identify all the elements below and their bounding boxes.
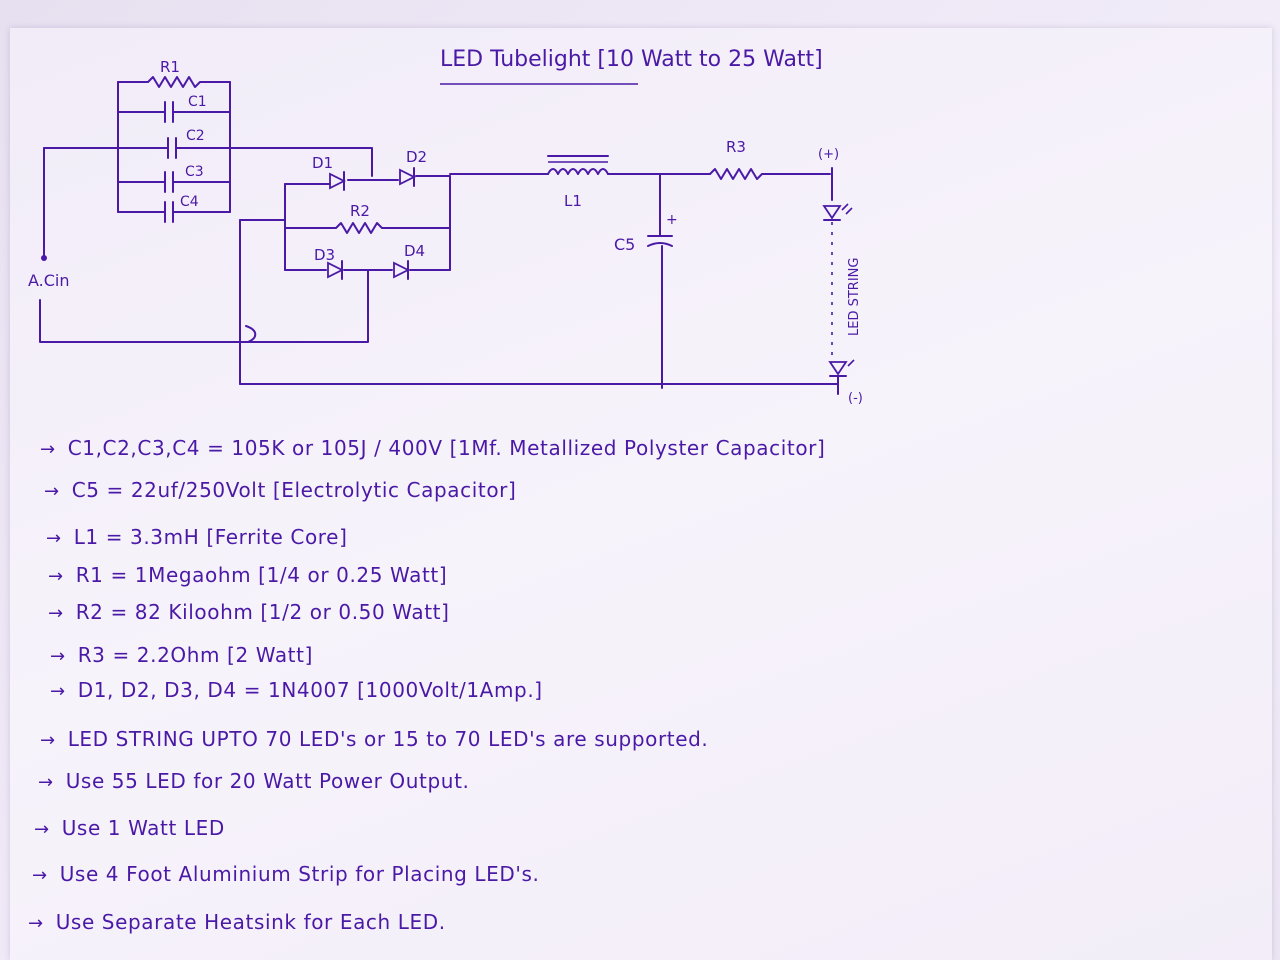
label-ac-in: A.Cin: [28, 271, 70, 290]
note-text: Use Separate Heatsink for Each LED.: [55, 910, 446, 934]
input-wiring: [39, 147, 373, 385]
note-item: → LED STRING UPTO 70 LED's or 15 to 70 LE…: [40, 727, 708, 751]
diagram-title: LED Tubelight [10 Watt to 25 Watt]: [440, 47, 823, 72]
note-text: L1 = 3.3mH [Ferrite Core]: [73, 525, 348, 549]
c3-capacitor: [117, 171, 231, 193]
output-stage: [239, 155, 855, 395]
arrow-icon: →: [44, 481, 60, 502]
arrow-icon: →: [40, 730, 56, 751]
r1-resistor: [117, 76, 231, 88]
note-item: → D1, D2, D3, D4 = 1N4007 [1000Volt/1Amp.…: [50, 678, 543, 702]
note-item: → Use 55 LED for 20 Watt Power Output.: [38, 769, 469, 793]
d2-diode: [399, 167, 417, 187]
label-d1: D1: [312, 154, 333, 172]
arrow-icon: →: [50, 681, 66, 702]
note-item: → Use 4 Foot Aluminium Strip for Placing …: [32, 862, 540, 886]
arrow-icon: →: [40, 439, 56, 460]
label-c2: C2: [186, 128, 205, 144]
label-d2: D2: [406, 148, 427, 166]
note-item: → R2 = 82 Kiloohm [1/2 or 0.50 Watt]: [48, 600, 450, 624]
arrow-icon: →: [48, 603, 64, 624]
label-minus: (-): [848, 391, 863, 406]
paper-sheet: [10, 28, 1272, 960]
note-item: → R3 = 2.2Ohm [2 Watt]: [50, 643, 313, 667]
arrow-icon: →: [32, 865, 48, 886]
d3-diode: [327, 260, 345, 280]
label-plus: (+): [818, 147, 839, 162]
c2-capacitor: [117, 137, 231, 159]
c4-capacitor: [117, 201, 231, 223]
note-text: Use 1 Watt LED: [61, 816, 225, 840]
note-text: C5 = 22uf/250Volt [Electrolytic Capacito…: [71, 478, 517, 502]
note-item: → L1 = 3.3mH [Ferrite Core]: [46, 525, 347, 549]
input-capacitor-bank: R1 C1 C2 C3 C4: [117, 58, 231, 223]
arrow-icon: →: [46, 528, 62, 549]
note-text: Use 4 Foot Aluminium Strip for Placing L…: [59, 862, 540, 886]
arrow-icon: →: [48, 566, 64, 587]
note-text: R2 = 82 Kiloohm [1/2 or 0.50 Watt]: [75, 600, 450, 624]
note-item: → R1 = 1Megaohm [1/4 or 0.25 Watt]: [48, 563, 447, 587]
d4-diode: [393, 260, 411, 280]
led-top: [822, 203, 853, 221]
l1-inductor: [547, 155, 609, 175]
note-item: → Use 1 Watt LED: [34, 816, 225, 840]
label-r2: R2: [350, 202, 370, 220]
note-text: LED STRING UPTO 70 LED's or 15 to 70 LED…: [67, 727, 709, 751]
label-r3: R3: [726, 138, 746, 156]
label-c5: C5: [614, 235, 635, 254]
label-c5-plus: +: [666, 212, 678, 228]
arrow-icon: →: [38, 772, 54, 793]
label-r1: R1: [160, 58, 180, 76]
bridge-rectifier: [247, 167, 451, 343]
arrow-icon: →: [50, 646, 66, 667]
note-text: Use 55 LED for 20 Watt Power Output.: [65, 769, 470, 793]
label-c4: C4: [180, 194, 199, 210]
arrow-icon: →: [28, 913, 44, 934]
c5-capacitor: [647, 235, 673, 247]
note-item: → C5 = 22uf/250Volt [Electrolytic Capacit…: [44, 478, 516, 502]
arrow-icon: →: [34, 819, 50, 840]
label-led-string: LED STRING: [847, 258, 862, 336]
c1-capacitor: [117, 101, 231, 123]
label-d4: D4: [404, 242, 425, 260]
label-c3: C3: [185, 164, 204, 180]
note-item: → Use Separate Heatsink for Each LED.: [28, 910, 446, 934]
note-item: → C1,C2,C3,C4 = 105K or 105J / 400V [1Mf.…: [40, 436, 825, 460]
note-text: R1 = 1Megaohm [1/4 or 0.25 Watt]: [75, 563, 448, 587]
r2-resistor: [284, 222, 451, 234]
d1-diode: [329, 171, 347, 191]
note-text: C1,C2,C3,C4 = 105K or 105J / 400V [1Mf. …: [67, 436, 826, 460]
label-d3: D3: [314, 246, 335, 264]
label-l1: L1: [564, 192, 582, 210]
label-c1: C1: [188, 94, 207, 110]
note-text: D1, D2, D3, D4 = 1N4007 [1000Volt/1Amp.]: [77, 678, 543, 702]
r3-resistor: [709, 168, 831, 180]
note-text: R3 = 2.2Ohm [2 Watt]: [77, 643, 313, 667]
